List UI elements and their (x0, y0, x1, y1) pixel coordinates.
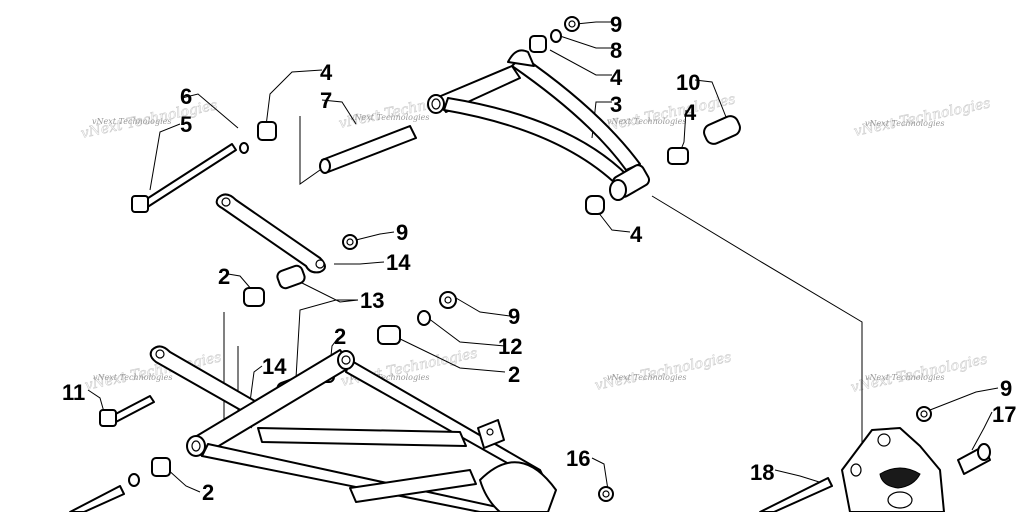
watermark-ghost: vNext Technologies (853, 95, 992, 140)
sleeve (703, 115, 741, 145)
callout-4: 4 (320, 60, 333, 85)
watermark: vNext Technologies (93, 373, 172, 382)
callout-2: 2 (218, 264, 230, 289)
watermark: vNext Technologies (92, 117, 171, 126)
callout-18: 18 (750, 460, 774, 485)
callout-5: 5 (180, 112, 192, 137)
watermark-ghost: vNext Technologies (594, 349, 733, 394)
callout-14: 14 (386, 250, 411, 275)
bushing (667, 147, 689, 165)
callout-4: 4 (684, 100, 697, 125)
callout-2: 2 (334, 324, 346, 349)
callout-9: 9 (610, 12, 622, 37)
upper-a-arm (427, 49, 651, 201)
callout-16: 16 (566, 446, 590, 471)
callout-7: 7 (320, 88, 332, 113)
callout-labels: 9 8 4 3 10 4 4 6 5 4 7 9 14 2 13 9 12 2 … (62, 12, 1016, 505)
watermark: vNext Technologies (350, 113, 429, 122)
callout-3: 3 (610, 92, 622, 117)
lower-a-arm (186, 349, 557, 512)
watermark: vNext Technologies (607, 117, 686, 126)
callout-9: 9 (1000, 376, 1012, 401)
callout-12: 12 (498, 334, 522, 359)
callout-9: 9 (396, 220, 408, 245)
callout-6: 6 (180, 84, 192, 109)
callout-11: 11 (62, 380, 85, 405)
callout-10: 10 (676, 70, 700, 95)
callout-8: 8 (610, 38, 622, 63)
callout-2: 2 (202, 480, 214, 505)
watermark: vNext Technologies (865, 119, 944, 128)
callout-13: 13 (360, 288, 384, 313)
spindle (759, 406, 991, 512)
upper-arm-hardware (529, 16, 741, 215)
watermark: vNext Technologies (607, 373, 686, 382)
upper-pivot-bolt (131, 121, 417, 213)
callout-4: 4 (610, 65, 623, 90)
lower-bolts (69, 395, 614, 512)
watermark: vNext Technologies (865, 373, 944, 382)
bushing (585, 195, 605, 215)
callout-14: 14 (262, 354, 287, 379)
callout-4: 4 (630, 222, 643, 247)
watermark: vNext Technologies (350, 373, 429, 382)
washer (550, 29, 562, 43)
callout-2: 2 (508, 362, 520, 387)
callout-17: 17 (992, 402, 1016, 427)
callout-9: 9 (508, 304, 520, 329)
bushing (529, 35, 547, 53)
